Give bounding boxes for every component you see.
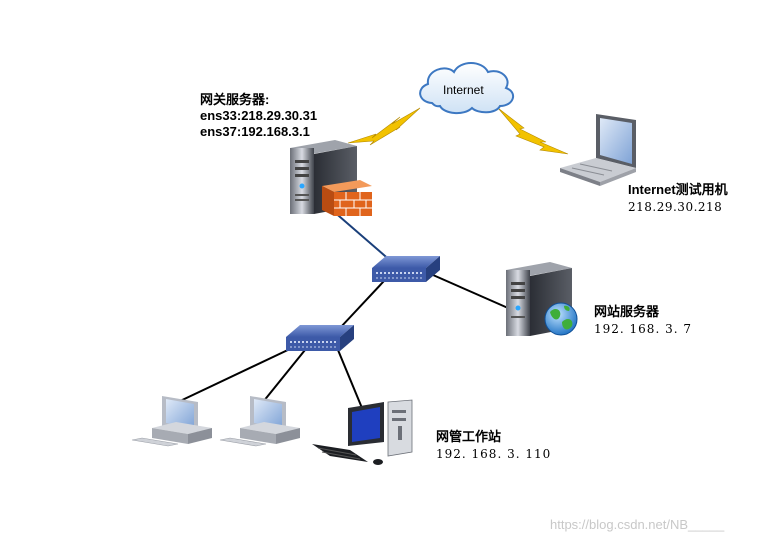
admin-station-ip: 192. 168. 3. 110 [436,447,552,461]
admin-workstation-icon [312,399,413,465]
web-server-ip: 192. 168. 3. 7 [594,322,692,336]
web-server-title: 网站服务器 [594,304,660,319]
internet-cloud-icon [419,62,515,114]
gateway-ens33: ens33:218.29.30.31 [200,108,318,123]
link-switch2-pc2 [262,349,306,403]
test-machine-title: Internet测试用机 [628,182,728,197]
laptop-icon [560,114,636,186]
lightning-gateway-icon [347,107,421,146]
globe-icon [544,302,578,336]
gateway-ens37: ens37:192.168.3.1 [200,124,310,139]
network-links [177,209,509,409]
lightning-laptop-icon [497,107,569,155]
workstation-2-icon [219,396,300,447]
workstation-1-icon [131,396,212,447]
gateway-title: 网关服务器: [200,92,270,107]
internet-cloud-label: Internet [443,83,484,97]
watermark: https://blog.csdn.net/NB_____ [550,517,725,532]
firewall-icon [322,180,372,216]
test-machine-ip: 218.29.30.218 [628,200,723,214]
link-switch2-admin [337,349,363,409]
switch-access-icon [286,325,354,351]
link-gateway-switch1 [331,209,393,263]
link-switch2-pc1 [177,347,293,403]
switch-core-icon [372,256,440,282]
admin-station-title: 网管工作站 [436,429,502,444]
link-switch1-webserver [432,274,509,309]
link-switch1-switch2 [339,280,385,329]
